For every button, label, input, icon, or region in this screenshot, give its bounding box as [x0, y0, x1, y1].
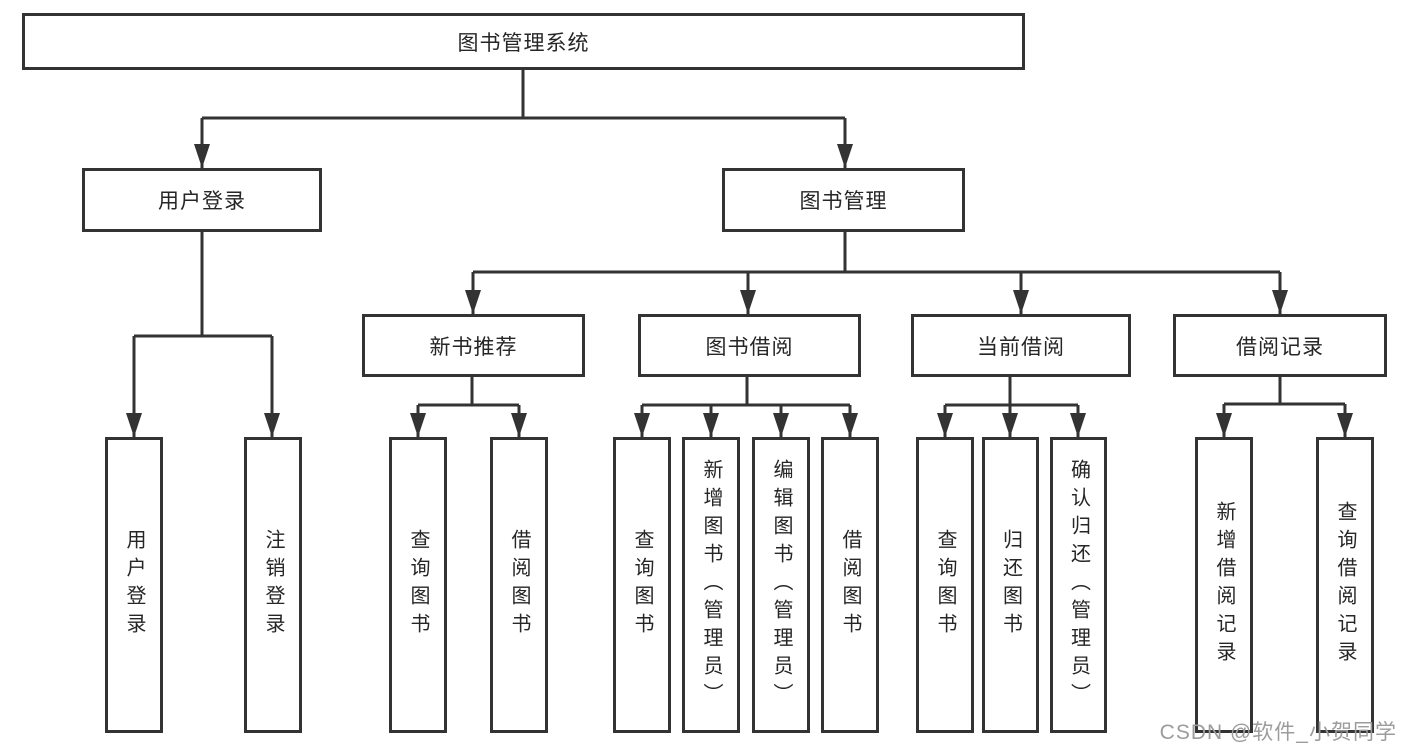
node-br-query-record: 查询借阅记录	[1316, 437, 1374, 733]
node-label: 用户登录	[123, 529, 145, 641]
node-book-mgmt-group: 图书管理	[722, 168, 965, 232]
node-cb-return-books: 归还图书	[982, 437, 1039, 733]
node-label: 新增图书（管理员）	[700, 459, 722, 711]
node-bb-edit-books-admin: 编辑图书（管理员）	[752, 437, 810, 733]
node-label: 查询借阅记录	[1334, 501, 1356, 669]
node-label: 查询图书	[407, 529, 429, 641]
node-nb-borrow-books: 借阅图书	[490, 437, 548, 733]
node-label: 确认归还（管理员）	[1067, 459, 1090, 711]
node-bb-add-books-admin: 新增图书（管理员）	[682, 437, 740, 733]
node-nb-query-books: 查询图书	[389, 437, 447, 733]
node-root: 图书管理系统	[22, 13, 1025, 70]
node-label: 图书借阅	[705, 335, 794, 359]
node-label: 编辑图书（管理员）	[770, 459, 792, 711]
node-label: 注销登录	[262, 529, 284, 641]
node-bb-query-books: 查询图书	[613, 437, 671, 733]
node-user-login-group: 用户登录	[82, 168, 322, 232]
node-borrow-records: 借阅记录	[1173, 314, 1387, 377]
node-label: 图书管理	[799, 190, 888, 213]
node-cb-confirm-return-admin: 确认归还（管理员）	[1050, 437, 1107, 733]
node-label: 借阅记录	[1236, 335, 1324, 359]
node-label: 查询图书	[631, 529, 653, 641]
node-logout: 注销登录	[244, 437, 302, 733]
node-label: 新增借阅记录	[1213, 501, 1235, 669]
node-book-borrow: 图书借阅	[638, 314, 861, 377]
node-user-login: 用户登录	[105, 437, 163, 733]
node-label: 图书管理系统	[457, 31, 590, 55]
node-current-borrow: 当前借阅	[911, 314, 1131, 377]
node-label: 当前借阅	[977, 335, 1065, 359]
node-label: 查询图书	[934, 529, 956, 641]
node-new-book-recommend: 新书推荐	[362, 314, 585, 377]
connector-segments	[134, 70, 1345, 407]
csdn-watermark: CSDN @软件_小贺同学	[1159, 721, 1397, 744]
node-label: 用户登录	[158, 190, 246, 213]
node-cb-query-books: 查询图书	[916, 437, 974, 733]
node-label: 归还图书	[999, 529, 1022, 641]
node-br-add-record: 新增借阅记录	[1195, 437, 1253, 733]
node-label: 借阅图书	[508, 529, 530, 641]
node-bb-borrow-books: 借阅图书	[821, 437, 879, 733]
node-label: 借阅图书	[839, 529, 861, 641]
node-label: 新书推荐	[429, 335, 518, 359]
